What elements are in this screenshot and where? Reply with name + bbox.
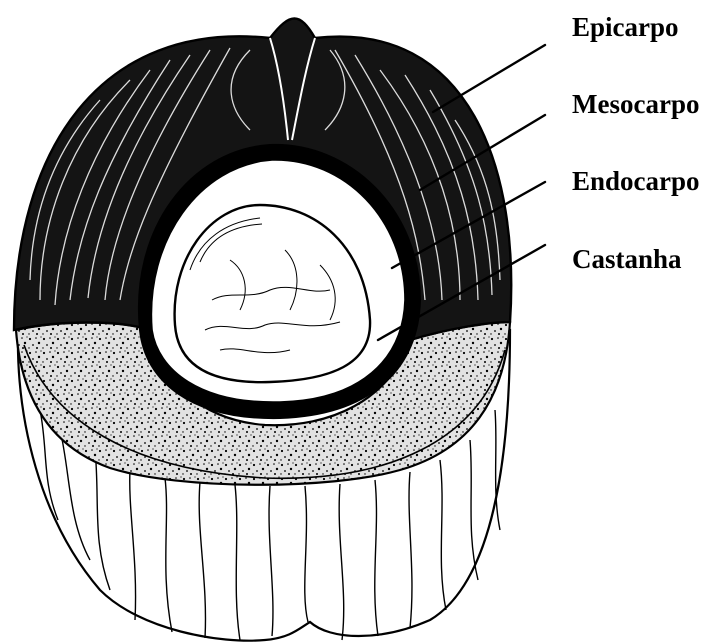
label-epicarp: Epicarpo	[572, 12, 679, 42]
label-endocarp: Endocarpo	[572, 166, 700, 196]
label-nut: Castanha	[572, 244, 682, 274]
leader-line-epicarp	[433, 45, 545, 112]
label-mesocarp: Mesocarpo	[572, 89, 699, 119]
